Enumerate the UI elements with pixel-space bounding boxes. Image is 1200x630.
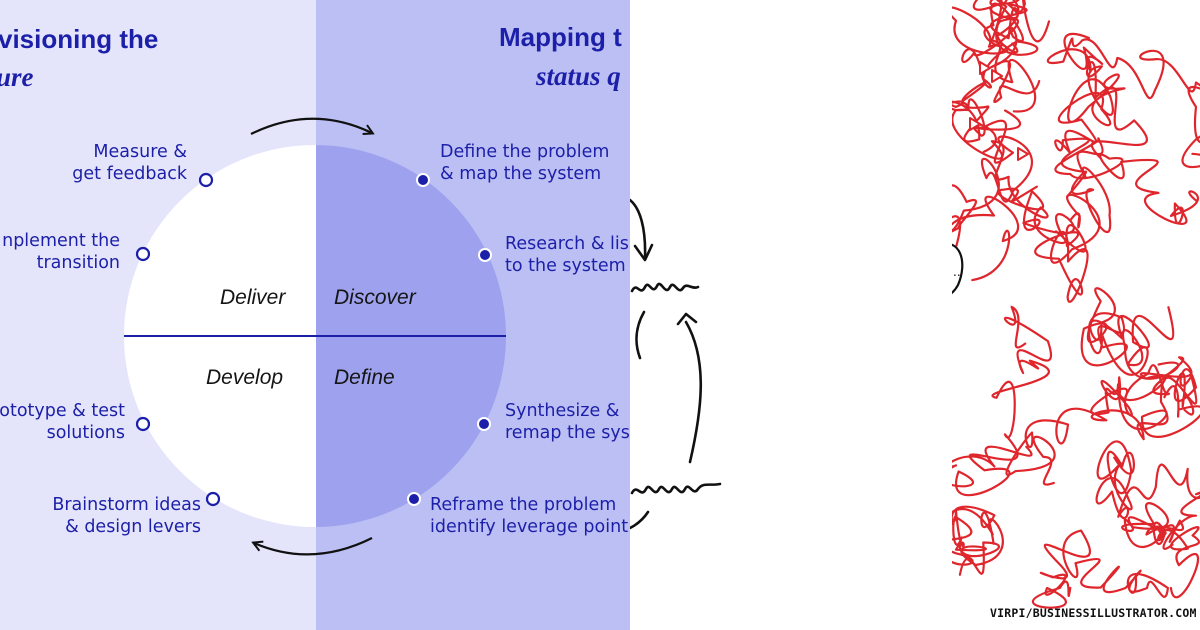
sketch-squiggle-bottom <box>630 482 722 495</box>
cycle-arrow-top <box>250 117 372 134</box>
step-label-synthesize: Synthesize &remap the sys <box>505 401 630 443</box>
sketch-squiggle-top <box>630 282 700 293</box>
tangle-strand <box>952 0 1051 113</box>
sketch-arrow-up <box>684 320 703 464</box>
sketch-arrowhead-down <box>633 243 654 262</box>
quadrant-discover: Discover <box>334 286 416 309</box>
tangle-strand <box>1005 368 1198 486</box>
tangle-strand <box>996 185 1101 303</box>
illustration-credit: VIRPI/BUSINESSILLUSTRATOR.COM <box>990 606 1197 620</box>
tangle-strand <box>1054 60 1149 173</box>
tangle-strand <box>1054 137 1199 234</box>
title-mapping: Mapping t <box>499 22 622 52</box>
tangle-strand <box>961 0 1041 104</box>
tangle-arrowhead <box>1017 147 1029 161</box>
tangle-strand <box>952 109 1034 282</box>
sketch-arrow-down <box>630 198 647 260</box>
tangle-arrowhead <box>991 69 1003 83</box>
sketch-curve-left <box>635 310 646 360</box>
tangle-strand <box>1046 32 1200 169</box>
tangle-strand <box>1121 502 1200 599</box>
tangle-arrowhead <box>979 61 991 75</box>
scribble-start-head <box>952 243 964 295</box>
step-label-measure: Measure &get feedback <box>72 142 187 184</box>
cycle-diagram-text-layer: visioning the ure Mapping t status q Del… <box>0 22 630 537</box>
sketch-panel <box>630 0 952 630</box>
tangle-arrowhead <box>969 117 981 131</box>
subtitle-status-quo: status q <box>536 61 621 91</box>
subtitle-future: ure <box>0 62 34 92</box>
tangle-strand <box>952 81 1067 245</box>
step-marker-measure <box>198 172 214 188</box>
step-marker-define <box>416 173 430 187</box>
red-tangle-lines <box>952 0 1200 609</box>
tangle-strand <box>952 305 1053 497</box>
sketch-arrowhead-up <box>676 312 698 326</box>
step-marker-brainstorm <box>205 491 221 507</box>
quadrant-define: Define <box>334 366 395 389</box>
quadrant-develop: Develop <box>206 366 284 389</box>
title-envisioning: visioning the <box>0 24 159 54</box>
scribble-start-dots: .. <box>953 265 961 279</box>
quadrant-deliver: Deliver <box>220 286 286 309</box>
tangle-illustration-panel: .. <box>952 0 1200 630</box>
tangle-strand <box>1031 529 1169 609</box>
tangle-strand <box>1090 356 1200 438</box>
cycle-arrow-bottom <box>254 537 373 556</box>
step-marker-research <box>478 248 492 262</box>
sketch-curve-bottom <box>630 510 650 530</box>
step-marker-synthesize <box>477 417 491 431</box>
tangle-strand <box>952 505 1004 576</box>
step-label-define: Define the problem& map the system <box>440 142 610 184</box>
tangle-strand <box>1080 287 1180 380</box>
step-marker-reframe <box>407 492 421 506</box>
cycle-diagram-panel <box>0 0 630 630</box>
step-marker-implement <box>135 246 151 262</box>
step-marker-prototype <box>135 416 151 432</box>
step-label-brainstorm: Brainstorm ideas& design levers <box>52 495 201 537</box>
